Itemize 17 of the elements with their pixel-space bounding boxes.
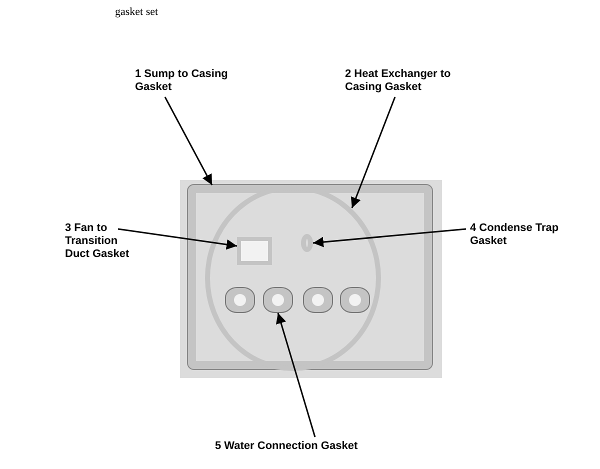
flange-gasket	[263, 287, 293, 313]
oval-gasket	[301, 234, 313, 252]
flange-gasket	[225, 287, 255, 313]
rectangular-gasket	[237, 237, 272, 265]
flange-gasket	[340, 287, 370, 313]
callout-label: 2 Heat Exchanger to Casing Gasket	[345, 68, 485, 94]
leader-line	[164, 96, 213, 186]
callout-label: 5 Water Connection Gasket	[215, 440, 445, 453]
callout-label: 3 Fan to Transition Duct Gasket	[65, 222, 145, 261]
leader-line	[118, 228, 238, 250]
leader-line	[350, 96, 396, 208]
leader-line	[276, 312, 316, 438]
callout-label: 4 Condense Trap Gasket	[470, 222, 575, 248]
title: gasket set	[115, 6, 158, 18]
flange-gasket	[303, 287, 333, 313]
callout-label: 1 Sump to Casing Gasket	[135, 68, 255, 94]
leader-line	[312, 228, 466, 248]
